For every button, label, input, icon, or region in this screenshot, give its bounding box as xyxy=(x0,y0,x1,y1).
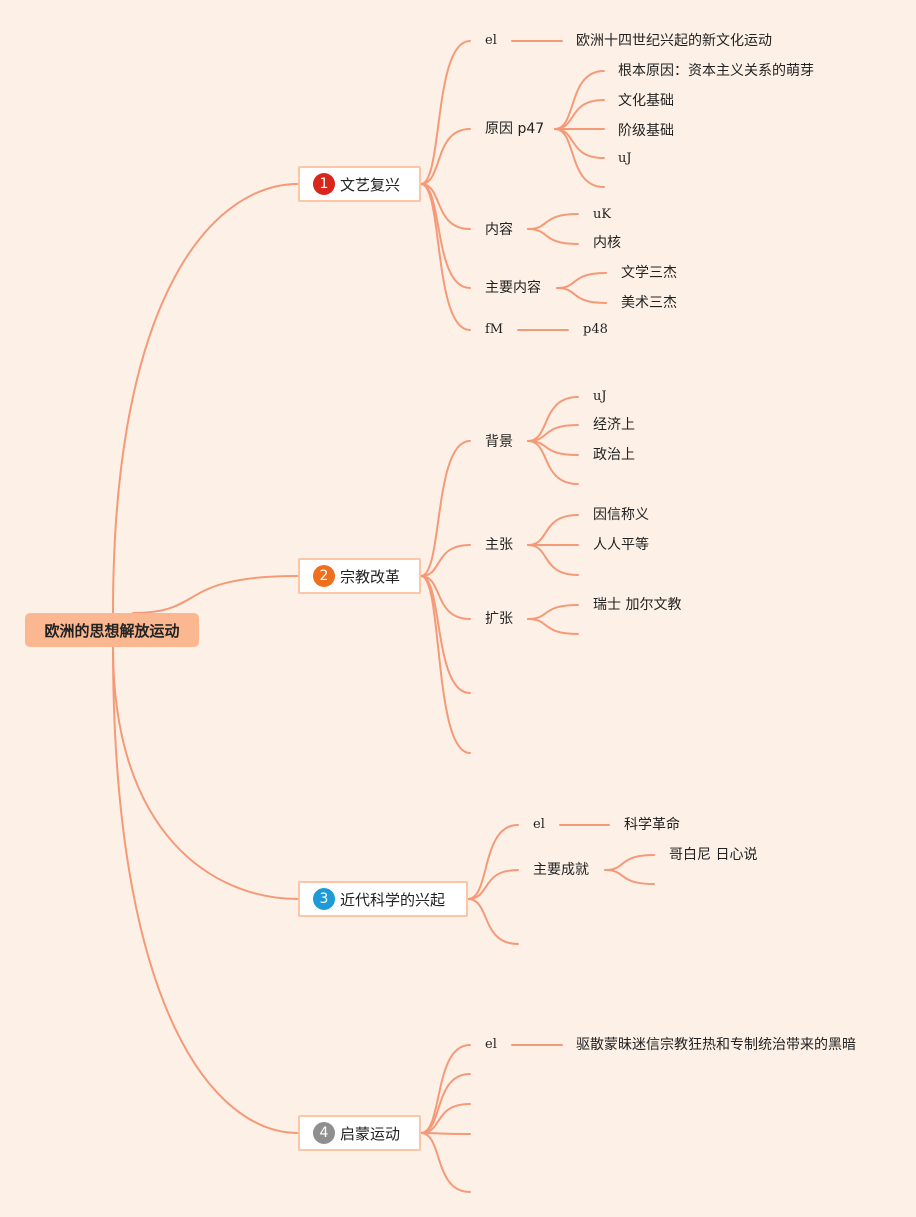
subtopic-cause[interactable]: 原因 p47 xyxy=(485,121,545,137)
leaf-item[interactable]: 阶级基础 xyxy=(618,123,674,139)
connector-line xyxy=(554,128,605,188)
connector-line xyxy=(420,183,471,289)
subtopic-background[interactable]: 背景 xyxy=(485,434,513,450)
subtopic-content[interactable]: 内容 xyxy=(485,222,513,238)
leaf-item[interactable]: uJ xyxy=(593,389,607,404)
topic-number-badge: 3 xyxy=(313,888,335,910)
leaf-item[interactable]: 人人平等 xyxy=(593,537,649,553)
connector-line xyxy=(554,99,605,130)
connector-line xyxy=(604,854,655,871)
connector-line xyxy=(420,183,471,331)
leaf-item[interactable]: 哥白尼 日心说 xyxy=(669,847,758,863)
connector-line xyxy=(556,272,607,289)
topic-number-badge: 4 xyxy=(313,1122,335,1144)
connector-line xyxy=(420,575,471,620)
topic-renaissance[interactable]: 1 文艺复兴 xyxy=(298,166,421,202)
topic-modern-science[interactable]: 3 近代科学的兴起 xyxy=(298,881,468,917)
connector-line xyxy=(554,70,605,130)
connector-line xyxy=(556,287,607,304)
root-connector-line xyxy=(112,646,299,900)
subtopic-note[interactable]: 驱散蒙昧迷信宗教狂热和专制统治带来的黑暗 xyxy=(576,1037,856,1053)
connector-line xyxy=(554,128,605,159)
topic-enlightenment[interactable]: 4 启蒙运动 xyxy=(298,1115,421,1151)
subtopic-note[interactable]: 欧洲十四世纪兴起的新文化运动 xyxy=(576,33,772,49)
connector-line xyxy=(420,575,471,754)
connector-line xyxy=(527,213,579,230)
topic-label: 文艺复兴 xyxy=(340,175,401,194)
subtopic-fm[interactable]: fM xyxy=(485,322,504,337)
connector-line xyxy=(420,40,471,185)
connector-line xyxy=(527,544,579,576)
root-node[interactable]: 欧洲的思想解放运动 xyxy=(25,613,199,647)
leaf-item[interactable]: 政治上 xyxy=(593,447,635,463)
topic-label: 启蒙运动 xyxy=(340,1124,401,1143)
subtopic-expansion[interactable]: 扩张 xyxy=(485,611,513,627)
leaf-item[interactable]: 内核 xyxy=(593,235,621,251)
subtopic-el[interactable]: el xyxy=(533,817,545,832)
connector-line xyxy=(604,869,655,885)
connector-line xyxy=(420,1132,471,1193)
subtopic-claim[interactable]: 主张 xyxy=(485,537,513,553)
leaf-item[interactable]: 因信称义 xyxy=(593,507,649,523)
connector-line xyxy=(527,228,579,245)
connector-line xyxy=(467,869,519,900)
root-connector-line xyxy=(112,183,299,614)
connector-line xyxy=(467,898,519,945)
connector-line xyxy=(527,440,579,485)
subtopic-main-content[interactable]: 主要内容 xyxy=(485,280,541,296)
connector-line xyxy=(527,618,579,635)
leaf-item[interactable]: 文化基础 xyxy=(618,93,674,109)
leaf-item[interactable]: uJ xyxy=(618,151,632,166)
topic-label: 近代科学的兴起 xyxy=(340,890,446,909)
connector-line xyxy=(420,1132,471,1135)
connector-line xyxy=(420,1044,471,1134)
leaf-item[interactable]: 经济上 xyxy=(593,417,635,433)
leaf-item[interactable]: 文学三杰 xyxy=(621,265,677,281)
connector-line xyxy=(527,514,579,546)
connector-line xyxy=(420,440,471,577)
connector-line xyxy=(420,1073,471,1134)
root-connector-line xyxy=(112,646,299,1134)
subtopic-el[interactable]: el xyxy=(485,33,497,48)
topic-number-badge: 2 xyxy=(313,565,335,587)
leaf-item[interactable]: uK xyxy=(593,207,612,222)
subtopic-note[interactable]: p48 xyxy=(583,322,608,337)
connector-line xyxy=(420,544,471,577)
connector-lines xyxy=(112,40,655,1193)
subtopic-achievements[interactable]: 主要成就 xyxy=(533,862,589,878)
topic-number-badge: 1 xyxy=(313,173,335,195)
topic-label: 宗教改革 xyxy=(340,567,401,586)
connector-line xyxy=(527,604,579,620)
connector-line xyxy=(467,824,519,900)
leaf-item[interactable]: 瑞士 加尔文教 xyxy=(593,597,682,613)
subtopic-note[interactable]: 科学革命 xyxy=(624,817,680,833)
subtopic-el[interactable]: el xyxy=(485,1037,497,1052)
root-connector-line xyxy=(132,575,299,614)
connector-line xyxy=(420,183,471,230)
leaf-item[interactable]: 根本原因：资本主义关系的萌芽 xyxy=(618,63,814,79)
connector-line xyxy=(420,128,471,185)
connector-line xyxy=(420,575,471,694)
connector-line xyxy=(527,396,579,442)
topic-reformation[interactable]: 2 宗教改革 xyxy=(298,558,421,594)
leaf-item[interactable]: 美术三杰 xyxy=(621,295,677,311)
